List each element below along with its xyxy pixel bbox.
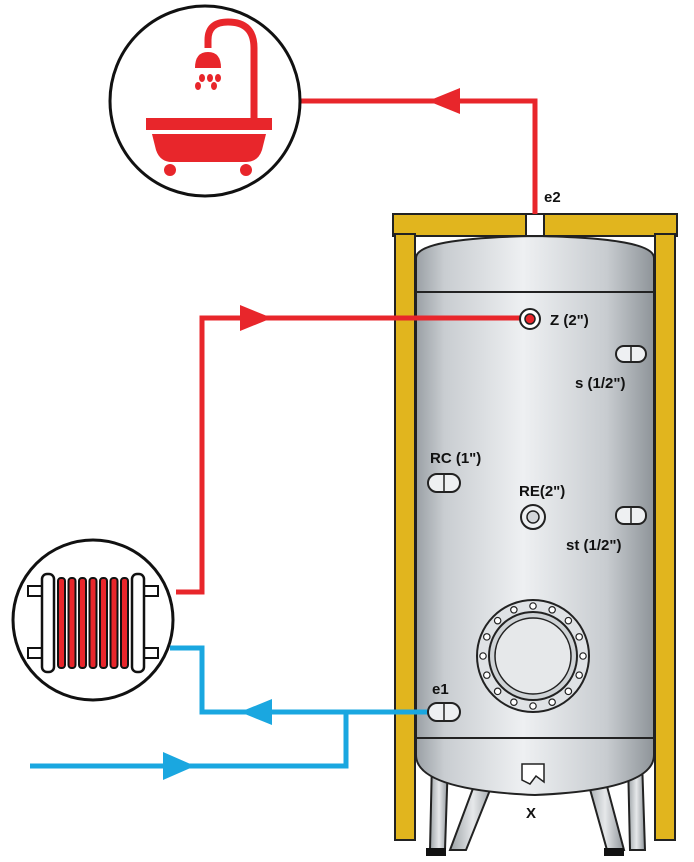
- heating-flow-pipe: [176, 315, 528, 595]
- flange-bolt: [479, 652, 487, 660]
- z-connection: [519, 308, 541, 330]
- st-connection: [615, 506, 647, 525]
- flow-arrow-icon: [163, 752, 195, 780]
- flange-bolt: [575, 671, 583, 679]
- inspection-flange: [476, 599, 590, 713]
- flange-bolt: [493, 616, 502, 625]
- flange-bolt: [564, 616, 573, 625]
- flange-bolt: [529, 702, 537, 710]
- flange-bolt: [529, 602, 537, 610]
- label-x: X: [526, 805, 536, 822]
- drain-x-icon: [521, 763, 545, 785]
- flange-bolt: [575, 633, 583, 641]
- re-connection: [520, 504, 546, 530]
- label-e2: e2: [544, 189, 561, 206]
- radiator-icon: [11, 538, 175, 702]
- radiator-fin: [78, 577, 87, 669]
- flow-arrow-icon: [240, 699, 272, 725]
- label-st: st (1/2"): [566, 537, 621, 554]
- e1-connection: [427, 702, 461, 722]
- flow-arrow-icon: [428, 88, 460, 114]
- flange-bolt: [548, 698, 556, 706]
- flange-bolt: [493, 687, 502, 696]
- label-re: RE(2"): [519, 483, 565, 500]
- radiator-fin: [120, 577, 129, 669]
- bathtub-shower-icon: [108, 4, 302, 198]
- flange-bolt: [510, 698, 518, 706]
- label-s: s (1/2"): [575, 375, 625, 392]
- hot-water-outlet-pipe: [300, 98, 538, 214]
- e2-connection: [525, 213, 545, 237]
- flange-bolt: [548, 606, 556, 614]
- radiator-fin: [57, 577, 66, 669]
- rc-connection: [427, 473, 461, 493]
- label-e1: e1: [432, 681, 449, 698]
- cold-water-pipes: [30, 645, 434, 769]
- flow-arrow-icon: [240, 305, 272, 331]
- label-z: Z (2"): [550, 312, 589, 329]
- radiator-fin: [67, 577, 77, 669]
- radiator-fin: [88, 577, 98, 669]
- flange-bolt: [510, 606, 518, 614]
- flange-bolt: [579, 652, 587, 660]
- s-connection: [615, 345, 647, 363]
- flange-bolt: [564, 687, 573, 696]
- flange-bolt: [483, 633, 491, 641]
- radiator-fin: [109, 577, 119, 669]
- flange-bolt: [483, 671, 491, 679]
- radiator-fin: [99, 577, 108, 669]
- label-rc: RC (1"): [430, 450, 481, 467]
